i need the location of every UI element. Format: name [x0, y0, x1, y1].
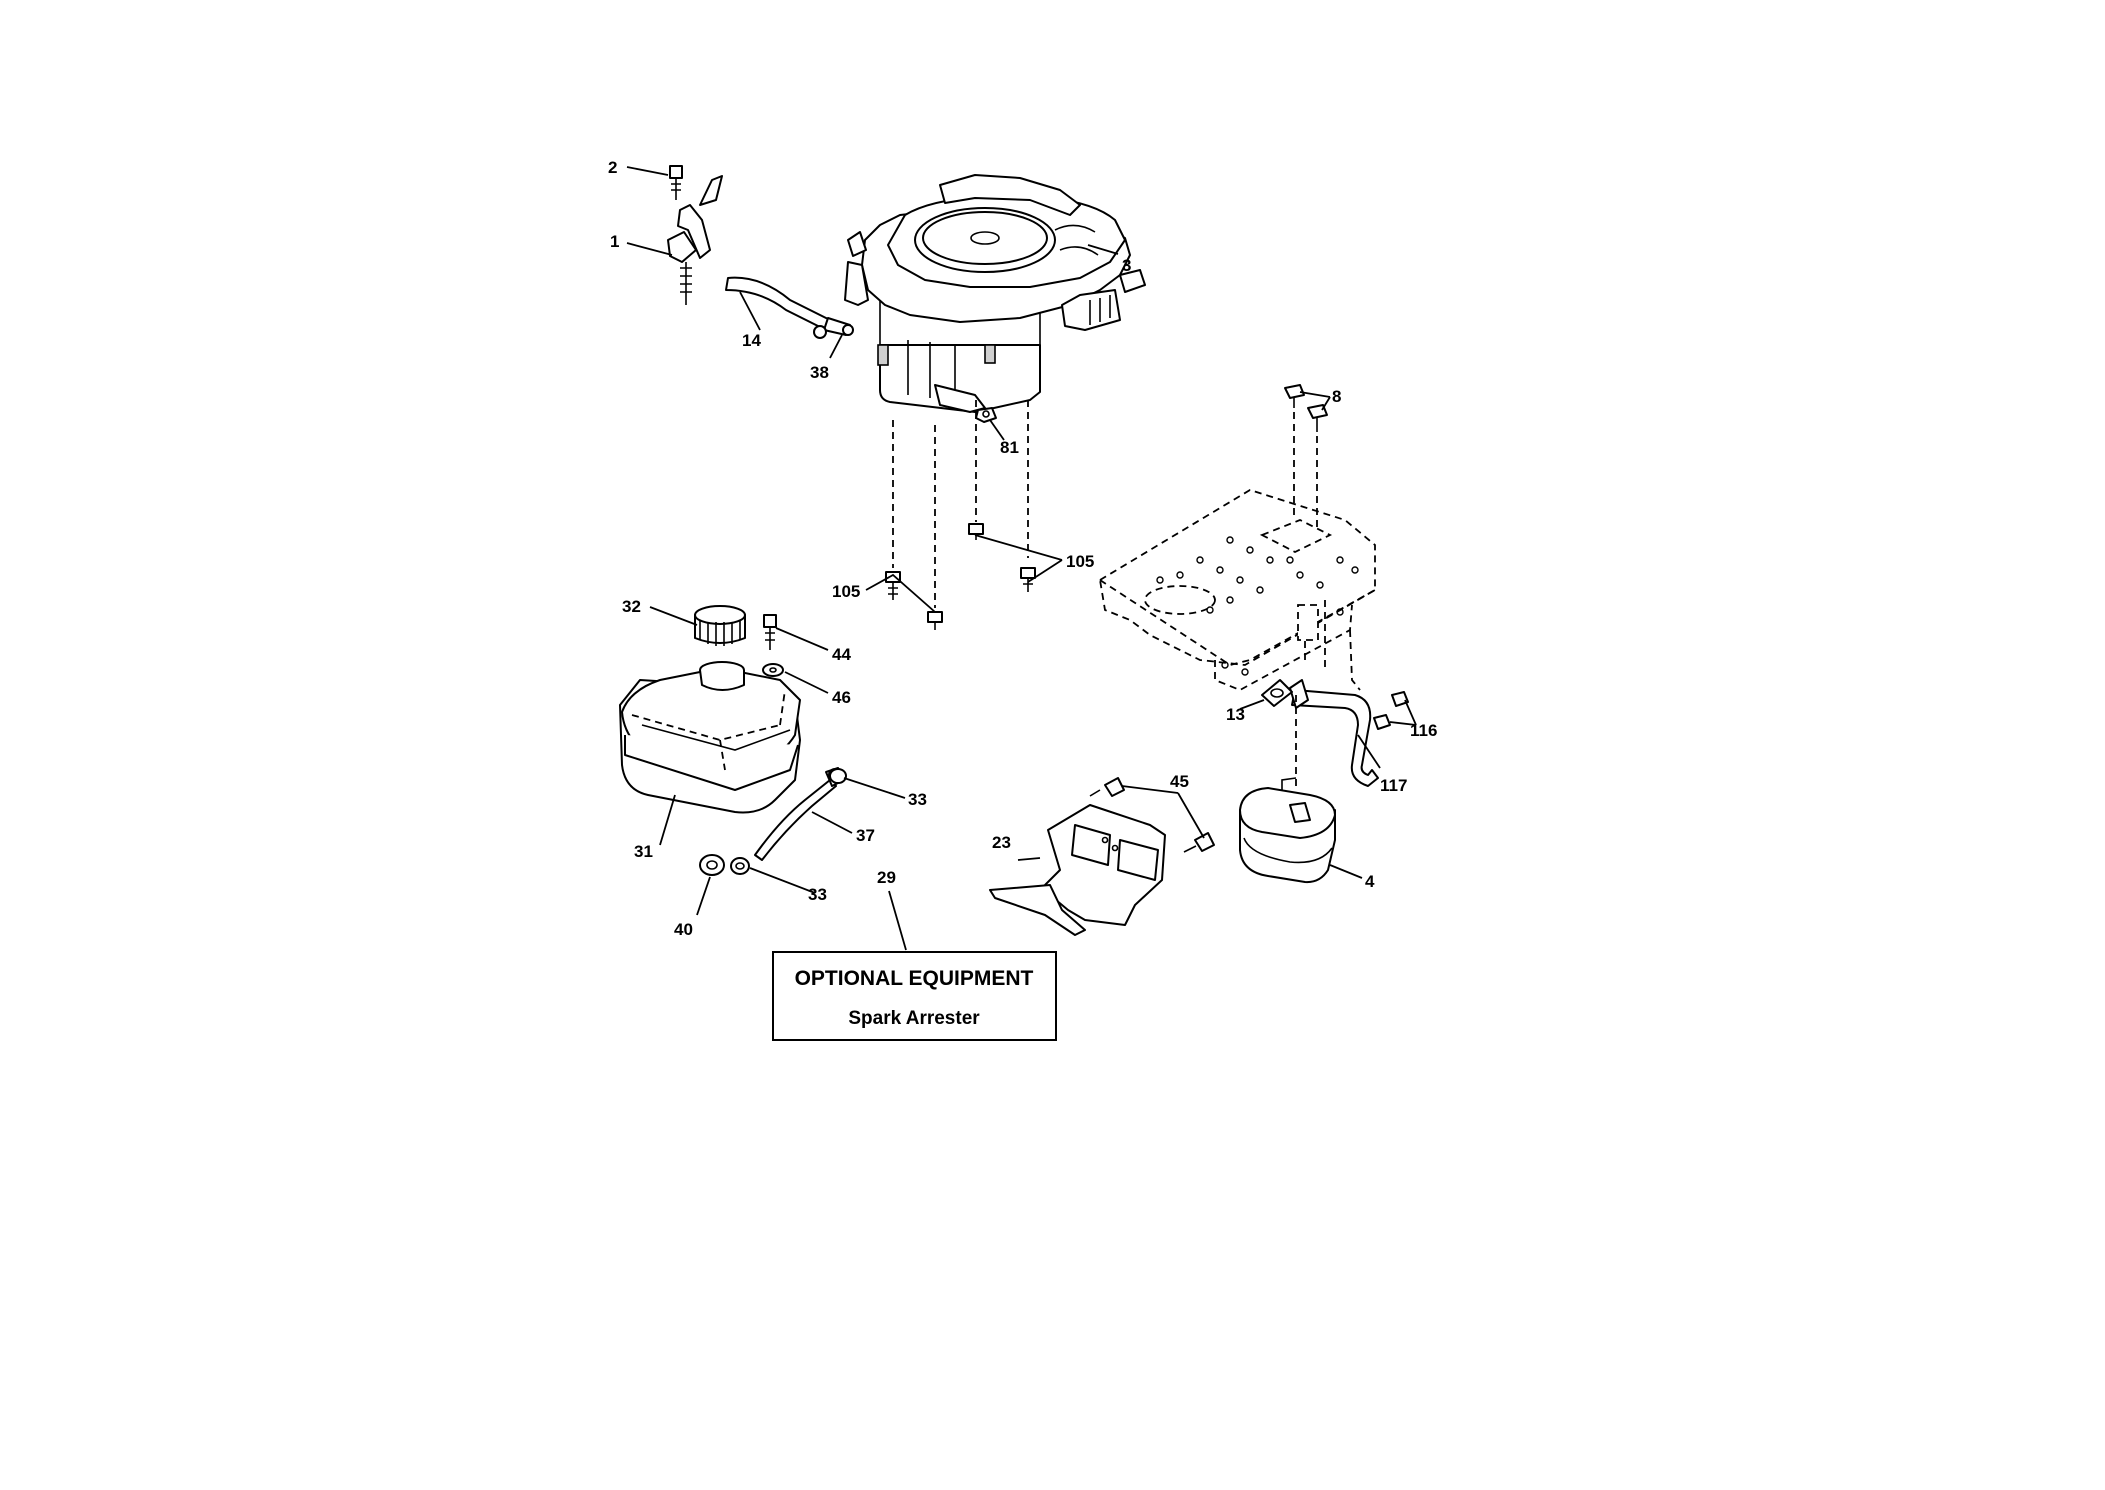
callout-labels: 2 1 3 14 38 81 8 105 105 32 44 46 13 116…: [608, 158, 1437, 939]
nuts-116: [1373, 691, 1409, 730]
callout-23: 23: [992, 833, 1011, 852]
fuel-tank: [619, 661, 801, 814]
callout-81: 81: [1000, 438, 1019, 457]
muffler: [1239, 695, 1336, 884]
clamp-33-upper: [829, 768, 847, 784]
throttle-bracket: [667, 175, 723, 305]
callout-117: 117: [1380, 776, 1407, 795]
screw-2: [669, 165, 683, 200]
washer-46: [762, 663, 784, 677]
callout-3: 3: [1122, 256, 1131, 275]
fuel-line-14: [725, 276, 854, 339]
leader-lines: [626, 166, 1417, 951]
callout-46: 46: [832, 688, 851, 707]
optional-equipment-title: OPTIONAL EQUIPMENT: [795, 967, 1034, 990]
callout-116: 116: [1410, 721, 1437, 740]
callout-105-right: 105: [1066, 552, 1094, 571]
callout-8: 8: [1332, 387, 1341, 406]
fuel-cap: [694, 605, 746, 646]
callout-44: 44: [832, 645, 851, 664]
callout-4: 4: [1365, 872, 1375, 891]
engine: [844, 174, 1146, 413]
callout-14: 14: [742, 331, 761, 350]
chassis-frame: [1099, 489, 1376, 691]
heat-shield: [989, 804, 1166, 936]
callout-1: 1: [610, 232, 619, 251]
callout-33-upper: 33: [908, 790, 927, 809]
callout-38: 38: [810, 363, 829, 382]
callout-13: 13: [1226, 705, 1245, 724]
callout-40: 40: [674, 920, 693, 939]
callout-29: 29: [877, 868, 896, 887]
grommet-40: [699, 854, 725, 876]
callout-105-left: 105: [832, 582, 860, 601]
optional-equipment-subtitle: Spark Arrester: [848, 1008, 980, 1029]
callout-45: 45: [1170, 772, 1189, 791]
nut-81: [975, 407, 997, 423]
engine-bolts: [885, 400, 1036, 630]
callout-31: 31: [634, 842, 653, 861]
screw-44: [763, 614, 777, 650]
optional-equipment-box: OPTIONAL EQUIPMENT Spark Arrester: [772, 951, 1057, 1041]
gasket-13: [1261, 679, 1293, 707]
clamp-33-lower: [730, 857, 750, 875]
callout-33-lower: 33: [808, 885, 827, 904]
callout-32: 32: [622, 597, 641, 616]
exhaust-pipe-117: [1289, 679, 1379, 787]
callout-37: 37: [856, 826, 875, 845]
callout-2: 2: [608, 158, 617, 177]
screws-45: [1089, 777, 1215, 853]
